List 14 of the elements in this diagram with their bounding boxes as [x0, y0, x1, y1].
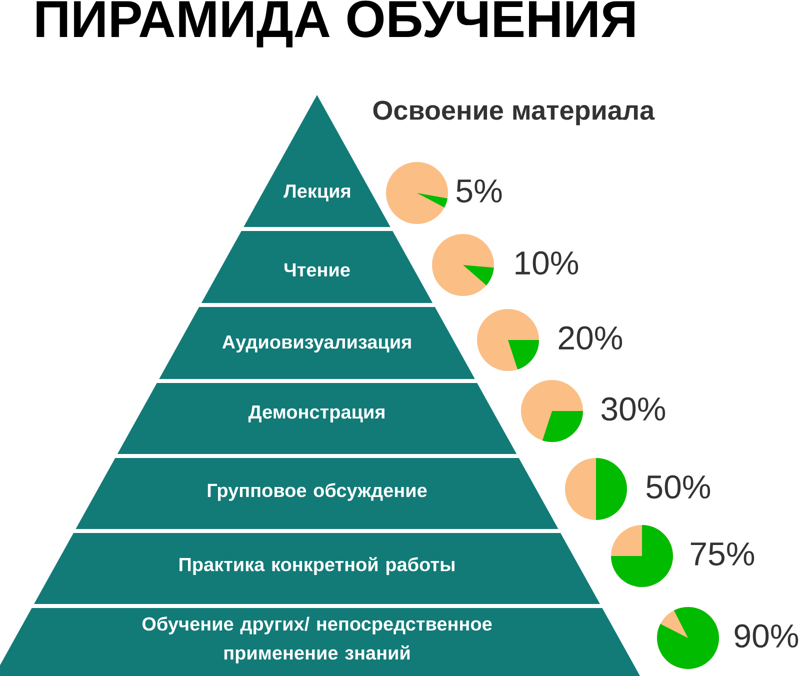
pyramid-tier: Чтение	[201, 230, 433, 303]
percent-label: 50%	[646, 475, 710, 499]
percent-label: 75%	[690, 542, 754, 566]
pyramid-tier: Групповое обсуждение	[76, 458, 558, 529]
title: ПИРАМИДА ОБУЧЕНИЯ	[36, 0, 634, 48]
percent-label: 10%	[516, 251, 578, 275]
percent-label: 20%	[558, 326, 622, 350]
pyramid-tier: Демонстрация	[117, 382, 517, 454]
percent-label: 5%	[456, 179, 502, 203]
pyramid-tier: Обучение других/ непосредственное применение знаний	[0, 608, 640, 676]
percent-label: 30%	[601, 397, 666, 421]
pyramid-tier: Практика конкретной работы	[34, 532, 600, 604]
percent-label: 90%	[734, 624, 798, 648]
pyramid-tier: Аудиовизуализация	[159, 306, 475, 379]
